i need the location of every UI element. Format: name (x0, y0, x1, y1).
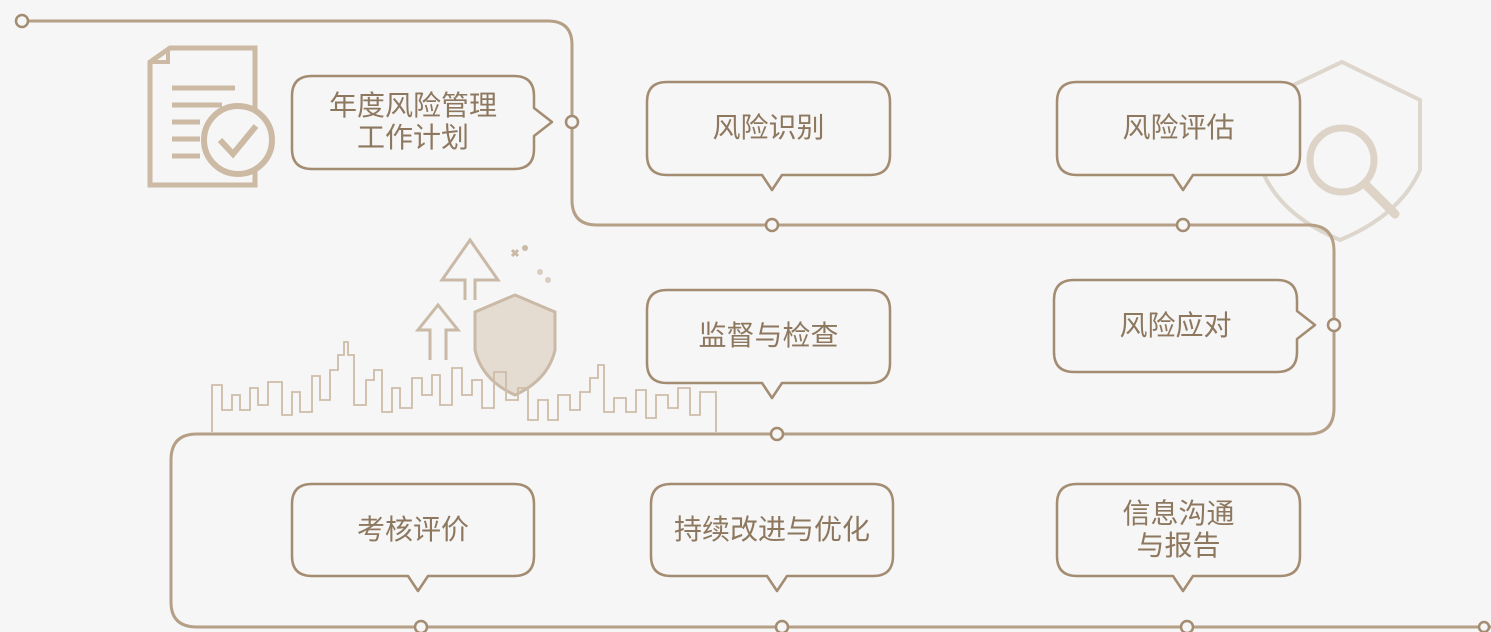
node-annual-plan (564, 114, 580, 130)
document-check-icon (147, 45, 275, 188)
node-improvement (774, 619, 790, 632)
arrow-up-icon (414, 237, 551, 360)
shield-icon (473, 293, 557, 397)
node-start (14, 13, 30, 29)
node-risk-assessment (1175, 217, 1191, 233)
callout-supervision (645, 288, 892, 400)
label-annual-plan-line2: 工作计划 (356, 121, 469, 154)
node-supervision (769, 426, 785, 442)
node-end (1477, 620, 1491, 632)
label-risk-assessment: 风险评估 (1122, 111, 1235, 144)
label-improvement: 持续改进与优化 (673, 513, 870, 546)
node-evaluation (413, 619, 429, 632)
shield-search-icon (1260, 59, 1422, 243)
label-risk-response: 风险应对 (1119, 309, 1232, 342)
label-annual-plan-line1: 年度风险管理 (328, 89, 497, 122)
node-risk-response (1326, 317, 1342, 333)
label-communication: 信息沟通 与报告 (1057, 498, 1300, 562)
callout-improvement (649, 482, 895, 593)
city-skyline-icon (211, 341, 717, 432)
callout-communication (1055, 482, 1302, 593)
callout-evaluation (290, 482, 536, 593)
node-communication (1179, 619, 1195, 632)
label-evaluation: 考核评价 (356, 513, 469, 546)
callout-risk-response (1052, 278, 1317, 374)
label-supervision: 监督与检查 (698, 319, 839, 352)
node-risk-identification (764, 217, 780, 233)
label-communication-line2: 与报告 (1136, 529, 1221, 562)
callout-risk-assessment (1055, 80, 1302, 192)
callout-annual-plan (290, 74, 554, 171)
label-annual-plan: 年度风险管理 工作计划 (292, 90, 534, 154)
label-risk-identification: 风险识别 (712, 111, 825, 144)
label-communication-line1: 信息沟通 (1122, 497, 1235, 530)
callout-risk-identification (645, 80, 892, 192)
